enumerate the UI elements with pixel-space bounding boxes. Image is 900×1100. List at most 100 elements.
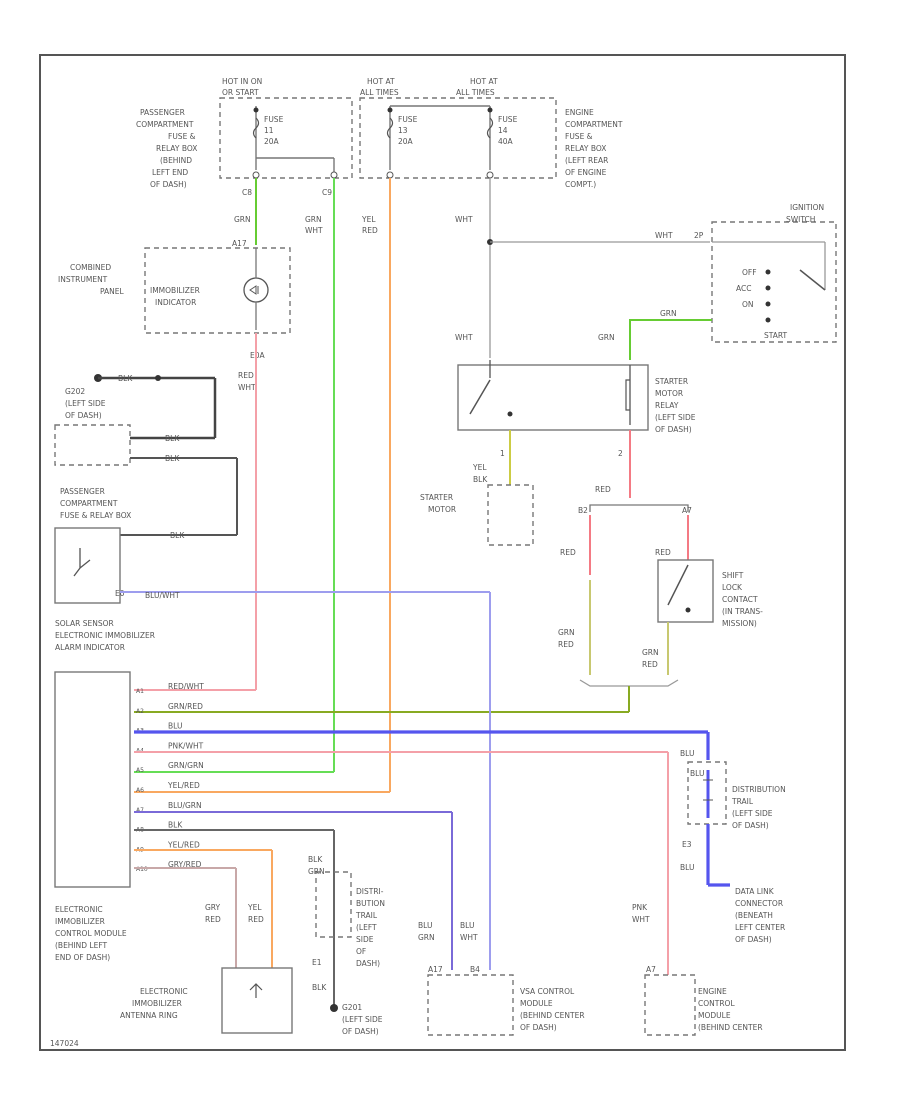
module-wire-color-label: BLK: [168, 821, 183, 830]
wire-label-blu-grn-vsa-2: GRN: [418, 933, 435, 942]
pin-engine-fuse-out: [486, 171, 494, 179]
footer-code: 147024: [50, 1039, 79, 1048]
svg-text:20A: 20A: [264, 137, 280, 146]
ignition-switch-outline: [711, 221, 837, 343]
starter-motor-label-1: STARTER: [420, 493, 453, 502]
svg-text:IMMOBILIZER: IMMOBILIZER: [132, 999, 182, 1008]
wire-label-blu-grn-vsa-1: BLU: [418, 921, 432, 930]
svg-text:STARTER: STARTER: [655, 377, 688, 386]
module-pin-label: A10: [136, 866, 148, 873]
svg-text:(LEFT SIDE: (LEFT SIDE: [732, 809, 773, 818]
module-wire-color-label: BLU/GRN: [168, 801, 202, 810]
instrument-panel-label: COMBINED INSTRUMENT PANEL: [58, 263, 125, 296]
wire-label-wht-top: WHT: [455, 215, 473, 224]
svg-text:COMBINED: COMBINED: [70, 263, 111, 272]
svg-text:ELECTRONIC: ELECTRONIC: [55, 905, 103, 914]
data-link-connector-label: DATA LINK CONNECTOR (BENEATH LEFT CENTER…: [735, 887, 785, 944]
module-wire-color-label: GRN/GRN: [168, 761, 204, 770]
svg-text:(LEFT SIDE: (LEFT SIDE: [655, 413, 696, 422]
svg-text:FUSE: FUSE: [264, 115, 284, 124]
wire-label-grn-relay: GRN: [598, 333, 615, 342]
header-hot-all-2a: HOT AT: [470, 77, 498, 86]
starter-motor-label-2: MOTOR: [428, 505, 456, 514]
wire-label-wht-ign: WHT: [655, 231, 673, 240]
wire-label-yel-red-1: YEL: [361, 215, 376, 224]
svg-text:11: 11: [264, 126, 274, 135]
ign-pos-off: OFF: [742, 268, 757, 277]
svg-text:RELAY BOX: RELAY BOX: [565, 144, 606, 153]
svg-text:(LEFT SIDE: (LEFT SIDE: [65, 399, 106, 408]
shift-lock-label: SHIFT LOCK CONTACT (IN TRANS- MISSION): [722, 571, 763, 628]
module-pin-label: A1: [136, 688, 144, 695]
svg-text:PANEL: PANEL: [100, 287, 125, 296]
wire-label-yel-red-2: RED: [362, 226, 378, 235]
svg-text:(LEFT: (LEFT: [356, 923, 377, 932]
engine-fuse-box-outline: [359, 97, 557, 179]
ign-pos-start: START: [764, 331, 788, 340]
distribution-trail-left-label: DISTRI- BUTION TRAIL (LEFT SIDE OF DASH): [355, 887, 385, 968]
svg-text:CONTROL MODULE: CONTROL MODULE: [55, 929, 127, 938]
fuse-11: FUSE 11 20A: [252, 106, 284, 170]
wire-label-yel-red-ant-1: YEL: [247, 903, 262, 912]
antenna-ring-box: [221, 967, 293, 1034]
wire-label-grn-top: GRN: [234, 215, 251, 224]
svg-text:OF DASH): OF DASH): [520, 1023, 557, 1032]
svg-text:LEFT END: LEFT END: [152, 168, 188, 177]
pin-c8: [252, 171, 260, 179]
svg-text:FUSE & RELAY BOX: FUSE & RELAY BOX: [60, 511, 131, 520]
svg-text:OF ENGINE: OF ENGINE: [565, 168, 607, 177]
g202-label: G202 (LEFT SIDE OF DASH): [65, 387, 106, 420]
vsa-module-label: VSA CONTROL MODULE (BEHIND CENTER OF DAS…: [520, 987, 585, 1032]
header-hot-on-start-2: OR START: [222, 88, 259, 97]
svg-text:(IN TRANS-: (IN TRANS-: [722, 607, 763, 616]
svg-text:CONNECTOR: CONNECTOR: [735, 899, 783, 908]
svg-text:MISSION): MISSION): [722, 619, 757, 628]
starter-relay-label: STARTER MOTOR RELAY (LEFT SIDE OF DASH): [655, 377, 696, 434]
svg-text:40A: 40A: [498, 137, 514, 146]
svg-text:SHIFT: SHIFT: [722, 571, 744, 580]
module-pin-label: A6: [136, 787, 144, 794]
ign-pos-acc: ACC: [736, 284, 751, 293]
svg-text:VSA CONTROL: VSA CONTROL: [520, 987, 575, 996]
wire-label-blu-1: BLU: [680, 749, 694, 758]
svg-text:(BEHIND CENTER: (BEHIND CENTER: [520, 1011, 585, 1020]
svg-text:FUSE &: FUSE &: [168, 132, 196, 141]
wire-label-red-relay: RED: [595, 485, 611, 494]
starter-relay-box: [457, 364, 649, 431]
wire-label-blu-wht-vsa-1: BLU: [460, 921, 474, 930]
wire-label-blu-wht-vsa-2: WHT: [460, 933, 478, 942]
wire-label-grn-wht-2: WHT: [305, 226, 323, 235]
svg-text:INSTRUMENT: INSTRUMENT: [58, 275, 108, 284]
wire-label-yel-blk-1: YEL: [472, 463, 487, 472]
svg-text:LEFT CENTER: LEFT CENTER: [735, 923, 785, 932]
module-pin-label: A2: [136, 708, 144, 715]
svg-text:IMMOBILIZER: IMMOBILIZER: [55, 917, 105, 926]
diagram-frame: [39, 54, 846, 1051]
ignition-switch-arm: [799, 269, 826, 291]
fuse-13: FUSE 13 20A: [386, 106, 418, 170]
pin-a12: [386, 171, 394, 179]
wire-label-red-wht-a: RED: [238, 371, 254, 380]
svg-text:ELECTRONIC IMMOBILIZER: ELECTRONIC IMMOBILIZER: [55, 631, 155, 640]
svg-text:PASSENGER: PASSENGER: [60, 487, 105, 496]
svg-text:20A: 20A: [398, 137, 414, 146]
connector-a7-ecm: A7: [646, 965, 656, 974]
connector-relay-2: 2: [618, 449, 623, 458]
ecm-outline: [644, 974, 696, 1036]
svg-text:OF: OF: [356, 947, 366, 956]
connector-b4: B4: [470, 965, 480, 974]
passenger-fuse-relay-label: PASSENGER COMPARTMENT FUSE & RELAY BOX: [60, 487, 131, 520]
connector-c8: C8: [242, 188, 252, 197]
wire-label-grn-red-l2: RED: [558, 640, 574, 649]
g202-splice-outline: [54, 424, 131, 466]
svg-text:(LEFT SIDE: (LEFT SIDE: [342, 1015, 383, 1024]
wire-label-grn-red-r1: GRN: [642, 648, 659, 657]
ground-g201-symbol: [330, 1004, 338, 1012]
distribution-trail-left-outline: [315, 871, 352, 938]
ign-pos-on: ON: [742, 300, 754, 309]
svg-text:LOCK: LOCK: [722, 583, 743, 592]
svg-text:IMMOBILIZER: IMMOBILIZER: [150, 286, 200, 295]
vsa-module-outline: [427, 974, 514, 1036]
svg-text:CONTROL: CONTROL: [698, 999, 735, 1008]
wire-label-blu-dlc: BLU: [680, 863, 694, 872]
